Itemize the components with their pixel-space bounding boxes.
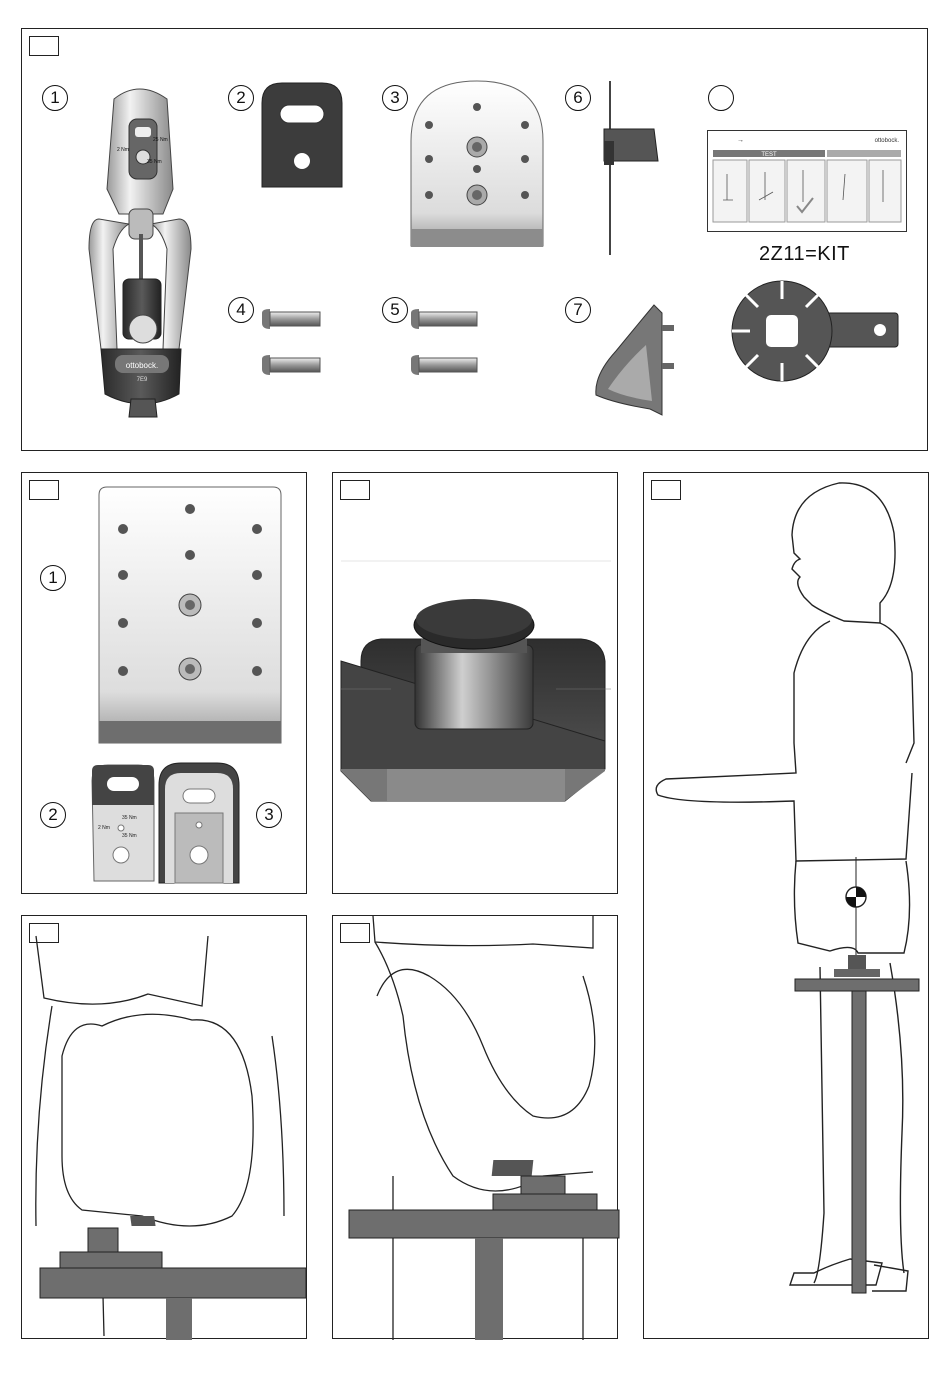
figure-number-box bbox=[29, 36, 59, 56]
callout-3: 3 bbox=[382, 85, 408, 111]
kit-label: 2Z11=KIT bbox=[759, 243, 850, 266]
front-view-fitting-illustration bbox=[333, 916, 619, 1340]
knee-torque-label-3: 35 Nm bbox=[147, 159, 162, 165]
prosthetic-knee-joint-illustration: 25 Nm 2 Nm 35 Nm ottobock. 7E9 bbox=[79, 79, 199, 419]
knee-brand-label: ottobock. bbox=[126, 361, 158, 370]
alignment-wrench-illustration bbox=[732, 279, 902, 383]
side-view-fitting-illustration bbox=[22, 916, 308, 1340]
standing-person-alignment-illustration bbox=[644, 473, 930, 1340]
knee-torque-label-2: 2 Nm bbox=[117, 147, 129, 153]
callout-blank bbox=[708, 85, 734, 111]
drilling-plate-illustration bbox=[411, 81, 543, 251]
adapter-on-base-illustration bbox=[341, 561, 611, 821]
parts-overview-panel: 1 2 3 6 4 5 7 25 Nm 2 Nm 35 Nm ottobock.… bbox=[21, 28, 928, 451]
front-view-panel bbox=[332, 915, 618, 1339]
drilling-template-large-illustration bbox=[99, 487, 281, 743]
svg-text:→: → bbox=[737, 137, 744, 144]
card-test-tab: TEST bbox=[761, 152, 777, 158]
callout-6: 6 bbox=[565, 85, 591, 111]
card-brand-label: ottobock. bbox=[875, 138, 900, 144]
callout-2: 2 bbox=[228, 85, 254, 111]
adapter-closeup-panel bbox=[332, 472, 618, 894]
side-view-panel bbox=[21, 915, 307, 1339]
figure-number-box bbox=[29, 480, 59, 500]
knee-torque-label-1: 25 Nm bbox=[153, 137, 168, 143]
screws-set-4-illustration bbox=[262, 309, 322, 381]
callout-7: 7 bbox=[565, 297, 591, 323]
adapter-plate-small-illustration: 35 Nm 2 Nm 35 Nm bbox=[92, 765, 154, 883]
callout-2: 2 bbox=[40, 802, 66, 828]
callout-4: 4 bbox=[228, 297, 254, 323]
plumb-line-tool-illustration bbox=[600, 81, 660, 256]
standing-figure-panel bbox=[643, 472, 929, 1339]
adapter-torque-label-2: 2 Nm bbox=[98, 825, 110, 831]
callout-3: 3 bbox=[256, 802, 282, 828]
callout-1: 1 bbox=[40, 565, 66, 591]
torque-tool-plate-illustration bbox=[262, 83, 342, 188]
screws-set-5-illustration bbox=[411, 309, 481, 381]
callout-5: 5 bbox=[382, 297, 408, 323]
adapter-torque-label-1: 35 Nm bbox=[122, 815, 137, 821]
callout-1: 1 bbox=[42, 85, 68, 111]
instruction-card-illustration: → ottobock. TEST bbox=[707, 130, 907, 232]
knee-model-label: 7E9 bbox=[137, 377, 148, 383]
protective-cover-illustration bbox=[594, 305, 674, 417]
adapter-plate-large-illustration bbox=[159, 763, 239, 885]
figure-number-box bbox=[340, 480, 370, 500]
adapter-torque-label-3: 35 Nm bbox=[122, 833, 137, 839]
adapter-plates-panel: 1 2 3 35 Nm 2 Nm 35 Nm bbox=[21, 472, 307, 894]
